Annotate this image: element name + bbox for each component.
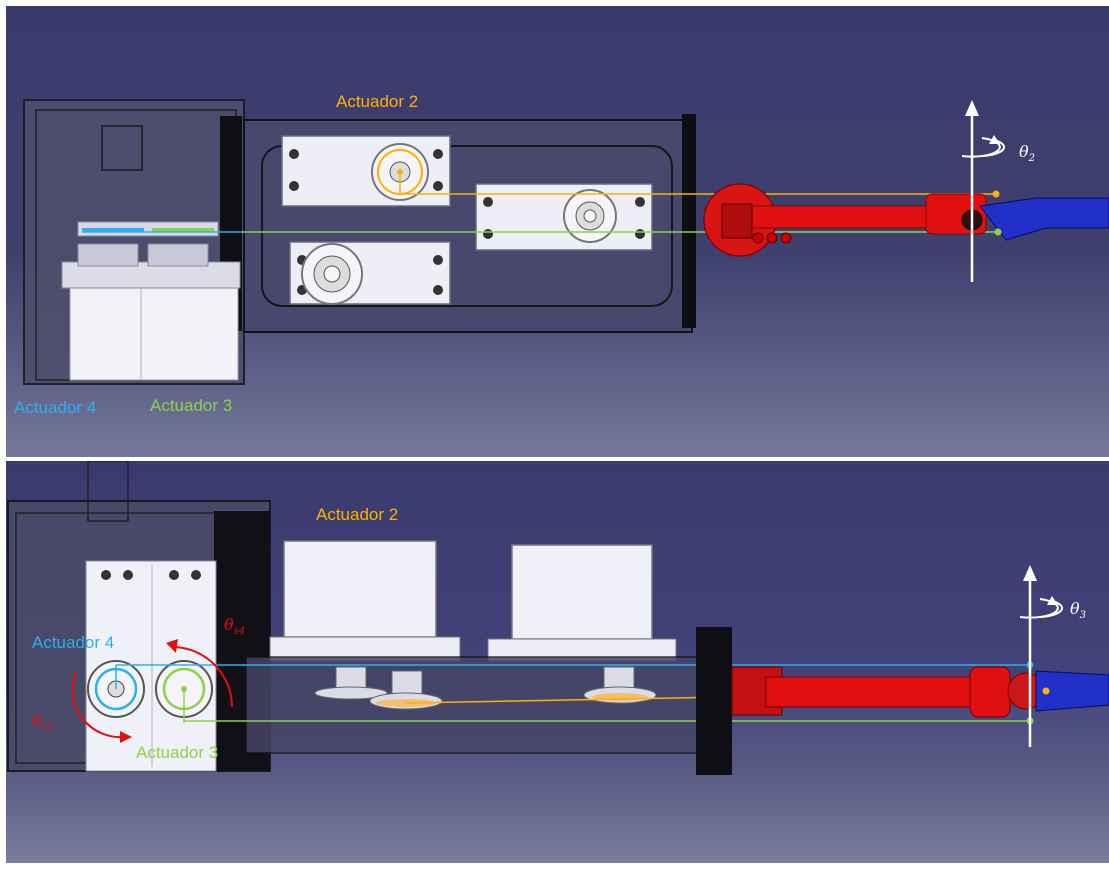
blue-link-top bbox=[979, 197, 1109, 241]
joint-point-actuator2-side bbox=[1042, 687, 1050, 695]
label-actuator2-side: Actuador 2 bbox=[316, 505, 399, 524]
label-actuator3-side: Actuador 3 bbox=[136, 743, 219, 762]
base-plate-side bbox=[245, 656, 707, 754]
label-theta2: θ2 bbox=[1019, 142, 1036, 165]
rotation-axis-theta3 bbox=[1019, 565, 1064, 747]
joint-point-actuator3 bbox=[994, 228, 1002, 236]
joint-point-actuator2 bbox=[992, 190, 1000, 198]
label-theta3: θ3 bbox=[1070, 599, 1087, 622]
label-theta-s4: θs4 bbox=[224, 615, 246, 638]
side-view-drawing bbox=[7, 461, 1109, 775]
label-actuator4-top: Actuador 4 bbox=[14, 398, 97, 417]
actuators-3-4-side bbox=[85, 560, 217, 772]
rotation-axis-theta2 bbox=[961, 100, 1006, 282]
label-actuator4-side: Actuador 4 bbox=[32, 633, 115, 652]
label-theta-s3: θs3 bbox=[32, 711, 54, 734]
servo-middle-top bbox=[475, 183, 653, 251]
side-view-panel: Actuador 2 Actuador 4 Actuador 3 θs4 θs3… bbox=[6, 461, 1109, 863]
red-link-top bbox=[703, 183, 987, 257]
actuators-3-4-top bbox=[61, 221, 241, 381]
top-view-panel: Actuador 2 Actuador 4 Actuador 3 θ2 bbox=[6, 6, 1109, 457]
blue-link-side bbox=[1035, 670, 1109, 712]
rotation-arrow-s4 bbox=[166, 639, 233, 708]
right-plate-side bbox=[696, 627, 732, 775]
label-actuator3-top: Actuador 3 bbox=[150, 396, 233, 415]
top-view-drawing bbox=[23, 99, 1109, 385]
red-link-side bbox=[731, 666, 1045, 718]
rotation-arrow-s3 bbox=[71, 670, 132, 743]
servo-actuator2-top bbox=[281, 135, 451, 207]
label-actuator2-top: Actuador 2 bbox=[336, 92, 419, 111]
servo-actuator2-side bbox=[269, 540, 677, 662]
servo-lower-top bbox=[289, 241, 451, 305]
